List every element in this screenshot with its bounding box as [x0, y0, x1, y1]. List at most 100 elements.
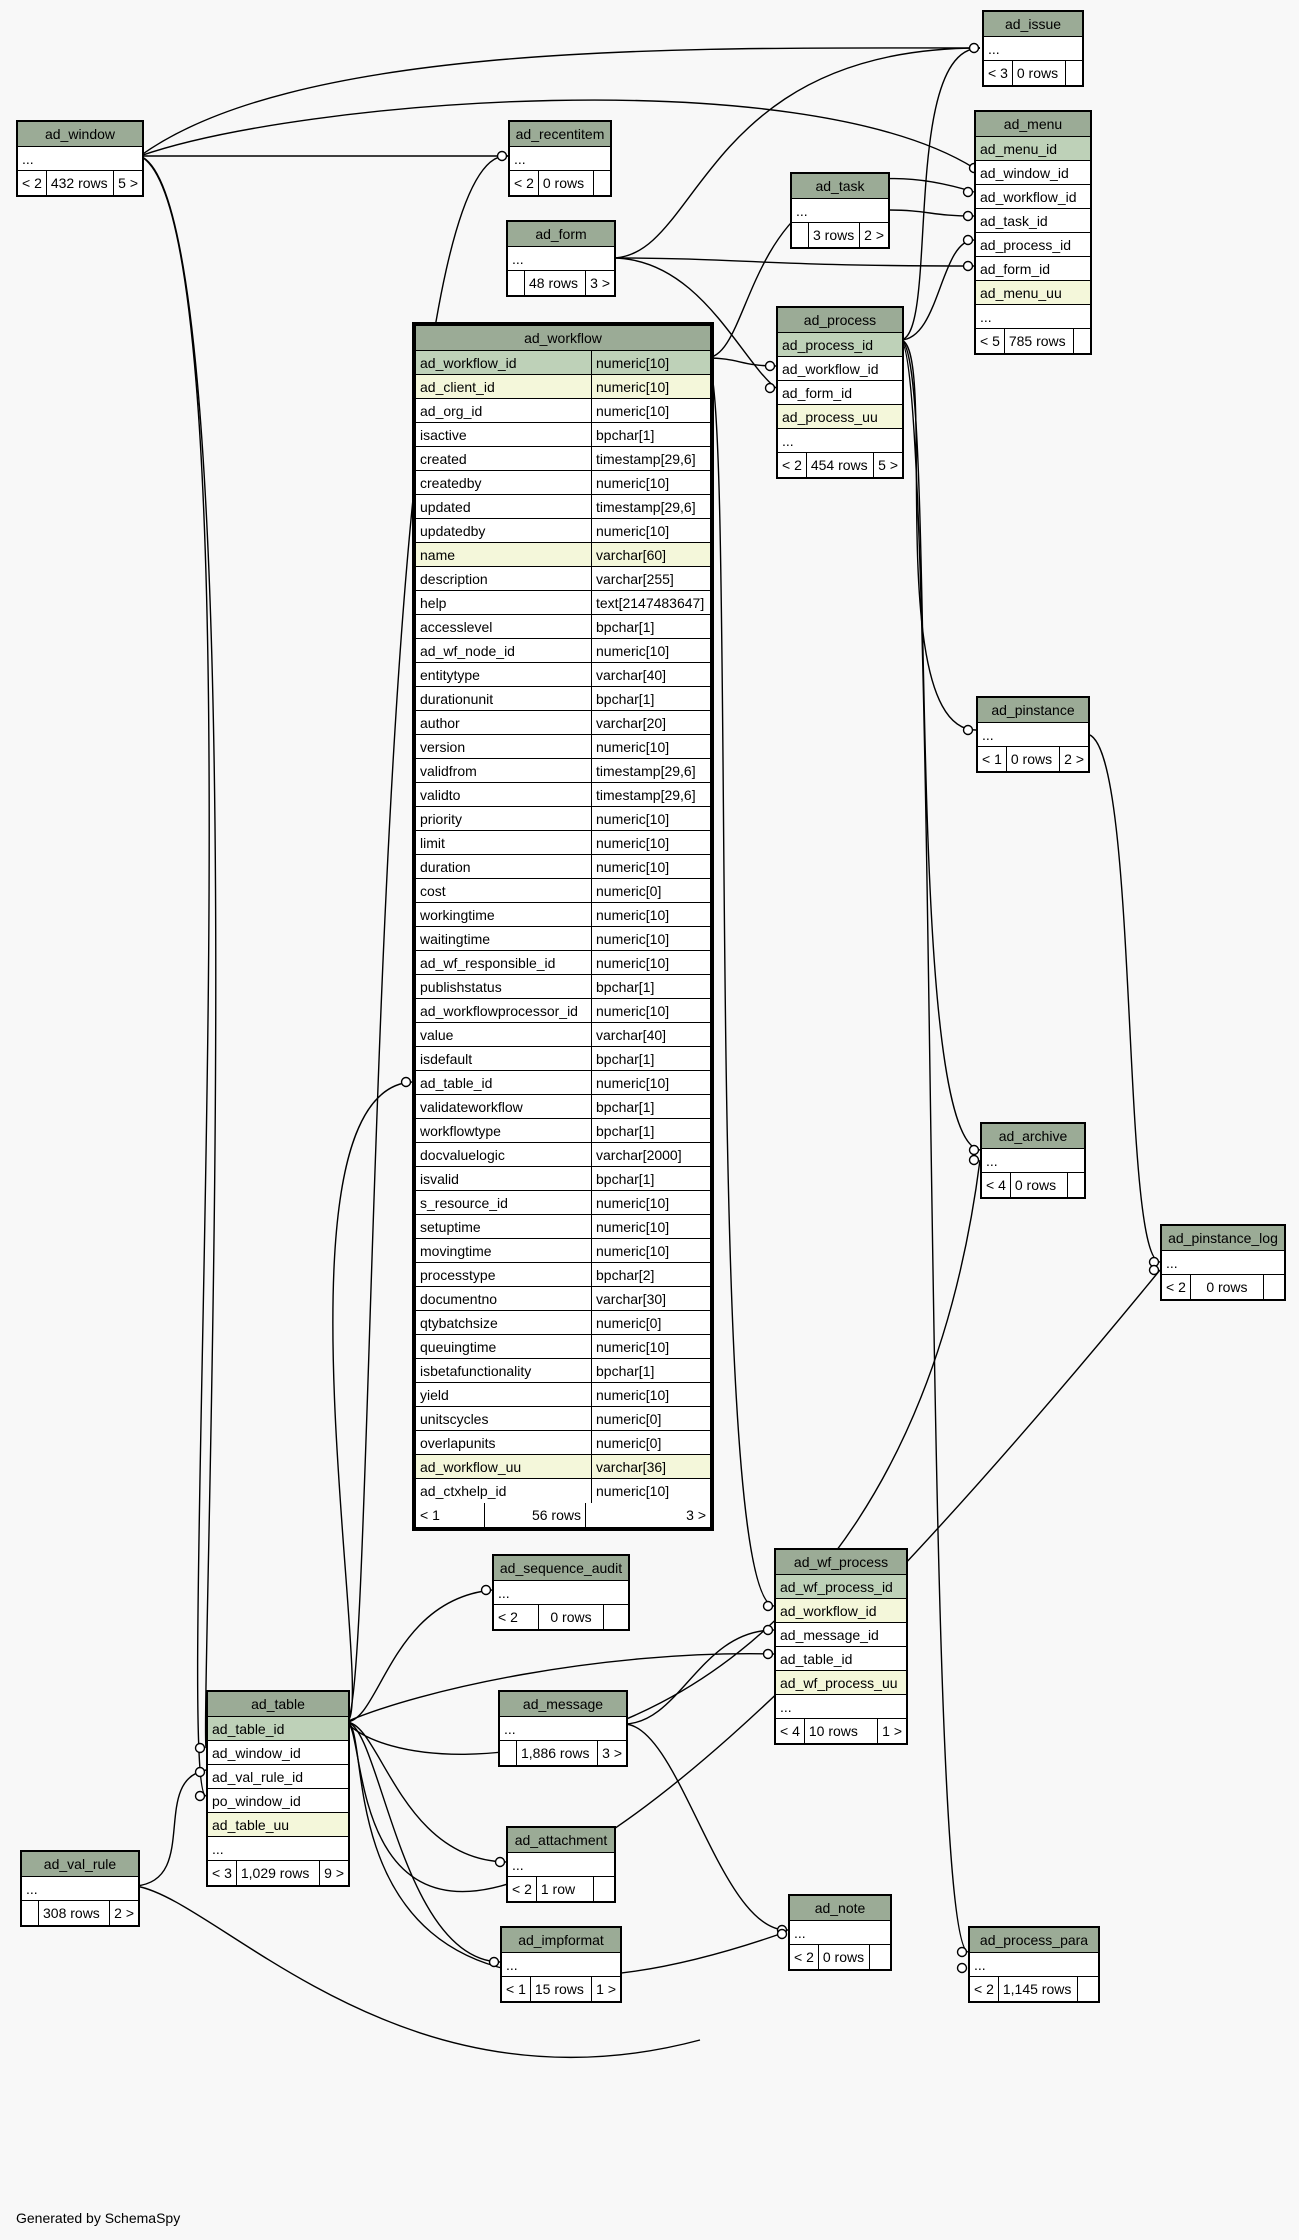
table-ad_wf_process[interactable]: ad_wf_process ad_wf_process_id ad_workfl… [774, 1548, 908, 1745]
column-name: documentno [420, 1291, 498, 1307]
column-name: ad_table_id [420, 1075, 493, 1091]
table-row: ... [790, 1921, 890, 1945]
table-ad_workflow[interactable]: ad_workflow ad_workflow_id numeric[10] ad_… [412, 322, 714, 1531]
column-name: ad_workflowprocessor_id [420, 1003, 578, 1019]
column-name: setuptime [420, 1219, 481, 1235]
connector-end [764, 382, 776, 394]
column-type: numeric[10] [591, 1335, 710, 1358]
table-ad_attachment[interactable]: ad_attachment ... < 2 1 row [506, 1826, 616, 1903]
connector-end [968, 1144, 980, 1156]
table-row: ad_message_id [776, 1623, 906, 1647]
table-row: ad_process_id [976, 233, 1090, 257]
table-row: ad_window_id [208, 1741, 348, 1765]
relationship-line [611, 257, 777, 389]
column-type: timestamp[29,6] [591, 447, 710, 470]
table-footer: 48 rows 3 > [508, 271, 614, 295]
column-type: numeric[0] [591, 879, 710, 902]
table-ad_process_para[interactable]: ad_process_para ... < 2 1,145 rows [968, 1926, 1100, 2003]
column-name: s_resource_id [420, 1195, 508, 1211]
column-type: numeric[10] [591, 903, 710, 926]
column-type: numeric[10] [591, 399, 710, 422]
connector-end [962, 234, 974, 246]
column-name: isactive [420, 427, 467, 443]
table-row: version numeric[10] [416, 735, 710, 759]
column-type: numeric[10] [591, 735, 710, 758]
column-name: description [420, 571, 488, 587]
table-header: ad_menu [976, 112, 1090, 137]
table-ad_pinstance_log[interactable]: ad_pinstance_log ... < 2 0 rows [1160, 1224, 1286, 1301]
table-ad_pinstance[interactable]: ad_pinstance ... < 1 0 rows 2 > [976, 696, 1090, 773]
column-name: ad_ctxhelp_id [420, 1483, 507, 1499]
relationship-line [611, 257, 975, 267]
table-row: ... [970, 1953, 1098, 1977]
table-row: ... [502, 1953, 620, 1977]
connector-end [962, 724, 974, 736]
table-row: ad_menu_id [976, 137, 1090, 161]
column-name: ad_client_id [420, 379, 495, 395]
table-ad_menu[interactable]: ad_menu ad_menu_id ad_window_id ad_workf… [974, 110, 1092, 355]
table-row: ad_process_id [778, 333, 902, 357]
column-name: author [420, 715, 460, 731]
table-ad_impformat[interactable]: ad_impformat ... < 1 15 rows 1 > [500, 1926, 622, 2003]
table-ad_form[interactable]: ad_form ... 48 rows 3 > [506, 220, 616, 297]
table-ad_table[interactable]: ad_table ad_table_id ad_window_id ad_val… [206, 1690, 350, 1887]
table-ad_window[interactable]: ad_window ... < 2 432 rows 5 > [16, 120, 144, 197]
connector-end [962, 210, 974, 222]
connector-end [194, 1766, 206, 1778]
table-row: ad_process_uu [778, 405, 902, 429]
table-row: ad_val_rule_id [208, 1765, 348, 1789]
relationship-line [899, 339, 981, 1151]
table-ad_issue[interactable]: ad_issue ... < 3 0 rows [982, 10, 1084, 87]
table-row: ... [978, 723, 1088, 747]
table-ad_archive[interactable]: ad_archive ... < 4 0 rows [980, 1122, 1086, 1199]
column-name: isdefault [420, 1051, 473, 1067]
column-name: version [420, 739, 466, 755]
column-type: bpchar[1] [591, 1095, 710, 1118]
table-footer: < 2 0 rows [790, 1945, 890, 1969]
column-type: varchar[2000] [591, 1143, 710, 1166]
table-header: ad_wf_process [776, 1550, 906, 1575]
column-name: ad_wf_node_id [420, 643, 515, 659]
table-header: ad_workflow [416, 326, 710, 351]
table-ad_process[interactable]: ad_process ad_process_id ad_workflow_id … [776, 306, 904, 479]
table-header: ad_val_rule [22, 1852, 138, 1877]
table-row: ad_workflow_id [778, 357, 902, 381]
column-type: bpchar[1] [591, 1047, 710, 1070]
column-type: varchar[40] [591, 663, 710, 686]
connector-end [764, 360, 776, 372]
table-footer: < 4 0 rows [982, 1173, 1084, 1197]
column-type: numeric[10] [591, 1215, 710, 1238]
table-ad_val_rule[interactable]: ad_val_rule ... 308 rows 2 > [20, 1850, 140, 1927]
connector-end [762, 1600, 774, 1612]
column-type: numeric[10] [591, 927, 710, 950]
table-ad_task[interactable]: ad_task ... 3 rows 2 > [790, 172, 890, 249]
column-name: updatedby [420, 523, 486, 539]
column-name: movingtime [420, 1243, 492, 1259]
table-footer: < 4 10 rows 1 > [776, 1719, 906, 1743]
table-row: ... [508, 247, 614, 271]
column-name: processtype [420, 1267, 496, 1283]
table-ad_recentitem[interactable]: ad_recentitem ... < 2 0 rows [508, 120, 612, 197]
table-ad_message[interactable]: ad_message ... 1,886 rows 3 > [498, 1690, 628, 1767]
relationship-line [135, 1769, 207, 1887]
connector-end [194, 1790, 206, 1802]
column-type: numeric[10] [591, 999, 710, 1022]
table-ad_note[interactable]: ad_note ... < 2 0 rows [788, 1894, 892, 1971]
relationship-line [139, 99, 975, 169]
table-row: ... [208, 1837, 348, 1861]
table-ad_sequence_audit[interactable]: ad_sequence_audit ... < 2 0 rows [492, 1554, 630, 1631]
column-name: ad_workflow_id [420, 355, 517, 371]
column-name: workflowtype [420, 1123, 501, 1139]
